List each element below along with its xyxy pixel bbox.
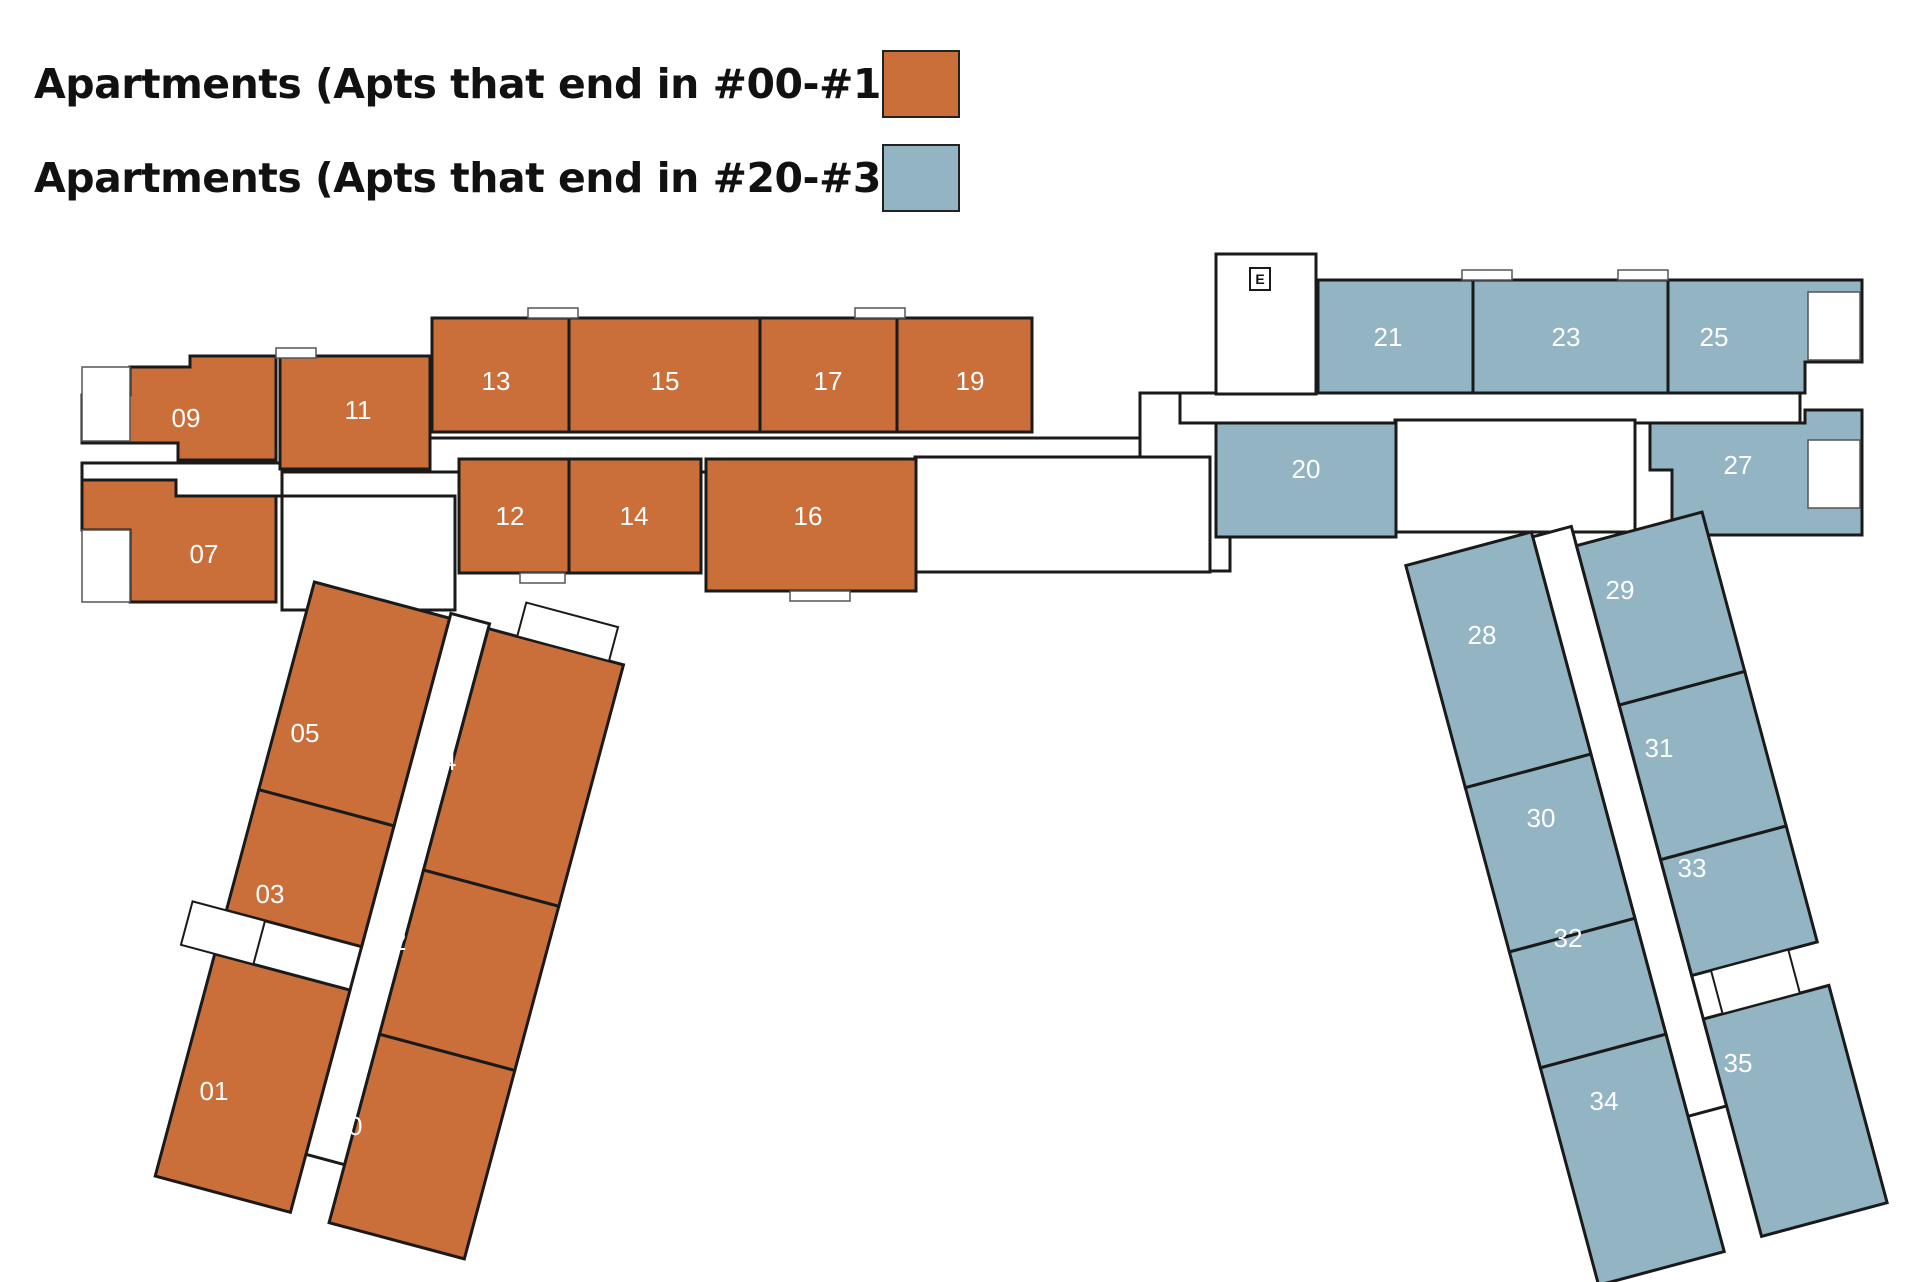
corridor-east [1178,391,1802,425]
west-wing-units [153,580,626,1261]
balcony-07 [81,529,131,603]
unit-label-21: 21 [1374,322,1403,352]
unit-label-31: 31 [1645,733,1674,763]
balcony-25-top [1617,269,1669,281]
unit-03 [224,787,396,949]
unit-label-01: 01 [200,1076,229,1106]
balcony-16 [789,590,851,602]
legend-item-orange: Apartments (Apts that end in #00-#19) [34,50,960,118]
unit-labels: 09 11 13 15 17 19 07 12 14 16 05 04 03 0… [172,322,1753,1141]
balcony-11 [275,347,317,359]
unit-label-09: 09 [172,403,201,433]
unit-label-23: 23 [1552,322,1581,352]
unit-label-00: 00 [334,1111,363,1141]
balcony-23 [1461,269,1513,281]
unit-label-30: 30 [1527,803,1556,833]
unit-13 [430,316,571,434]
stair-west-lower [179,900,267,966]
unit-16 [704,457,918,593]
balcony-09 [81,366,131,442]
unit-label-07: 07 [190,539,219,569]
unit-label-29: 29 [1606,575,1635,605]
unit-19 [895,316,1034,434]
common-rooms [913,455,1212,574]
legend-item-blue: Apartments (Apts that end in #20-#35) [34,144,960,212]
unit-label-35: 35 [1724,1048,1753,1078]
service-strip-east [1393,418,1637,534]
balcony-13-15 [527,307,579,319]
unit-label-33: 33 [1678,853,1707,883]
balcony-17-19 [854,307,906,319]
unit-20 [1214,421,1398,539]
balcony-27 [1807,439,1861,509]
unit-label-20: 20 [1292,454,1321,484]
unit-label-03: 03 [256,879,285,909]
unit-label-19: 19 [956,366,985,396]
orange-units [80,316,1034,604]
unit-label-12: 12 [496,501,525,531]
unit-label-05: 05 [291,718,320,748]
unit-label-04: 04 [428,746,457,776]
legend-label-orange: Apartments (Apts that end in #00-#19) [34,60,928,108]
unit-12 [457,457,571,575]
unit-label-11: 11 [345,395,372,425]
unit-label-16: 16 [794,501,823,531]
balconies [81,269,1861,603]
elevator-box [1249,267,1271,291]
unit-label-34: 34 [1590,1086,1619,1116]
stair-west-upper [516,601,620,663]
service-block-west [280,494,457,612]
balcony-25 [1807,291,1861,361]
unit-label-13: 13 [482,366,511,396]
unit-23 [1471,278,1670,395]
unit-label-17: 17 [814,366,843,396]
unit-17 [758,316,899,434]
unit-11 [278,354,432,471]
unit-label-14: 14 [620,501,649,531]
unit-label-02: 02 [378,926,407,956]
unit-label-28: 28 [1468,620,1497,650]
unit-15 [567,316,762,434]
legend-swatch-blue [882,144,960,212]
legend-swatch-orange [882,50,960,118]
unit-35 [1701,983,1889,1239]
unit-label-15: 15 [651,366,680,396]
unit-label-27: 27 [1724,450,1753,480]
unit-00 [327,1032,517,1261]
elevator-mark: E [1255,271,1264,287]
balcony-12 [519,572,566,584]
stair-east [1709,948,1802,1016]
unit-label-32: 32 [1554,923,1583,953]
unit-14 [567,457,703,575]
unit-34 [1538,1032,1727,1282]
east-wing-units [1403,510,1889,1282]
legend-label-blue: Apartments (Apts that end in #20-#35) [34,154,928,202]
unit-label-25: 25 [1700,322,1729,352]
unit-01 [153,952,352,1215]
